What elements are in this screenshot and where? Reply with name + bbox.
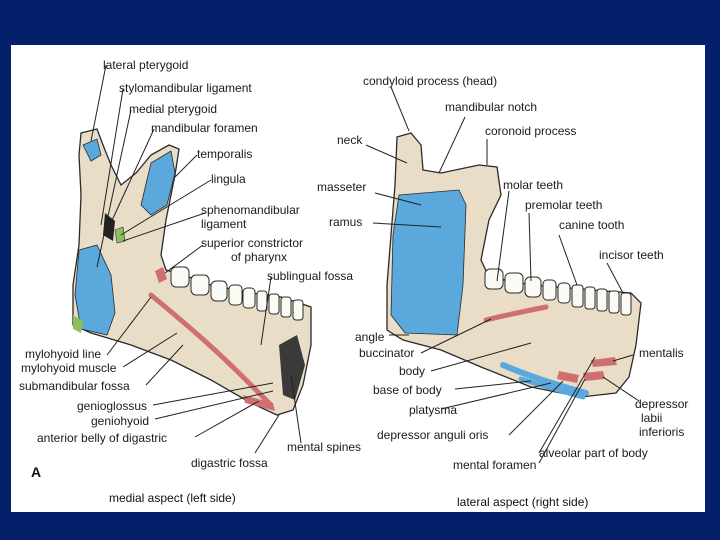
left-digastric-red [243, 395, 275, 411]
left-mental-spines-dark [279, 335, 305, 400]
label-genioglossus: genioglossus [77, 399, 148, 413]
right-buccinator-red [483, 304, 549, 323]
label-mandibular-notch: mandibular notch [445, 100, 538, 114]
left-lingula-attachment [114, 226, 126, 244]
label-condyloid-process: condyloid process (head) [363, 74, 498, 88]
label-neck: neck [337, 133, 363, 147]
label-lateral-pterygoid: lateral pterygoid [103, 58, 189, 72]
label-canine-tooth: canine tooth [559, 218, 625, 232]
label-buccinator: buccinator [359, 346, 415, 360]
label-sublingual-fossa: sublingual fossa [267, 269, 354, 283]
label-mylohyoid-line: mylohyoid line [25, 347, 102, 361]
left-medial-pterygoid-muscle [74, 244, 116, 336]
label-mental-foramen: mental foramen [453, 458, 537, 472]
left-green-attachment [73, 315, 83, 333]
label-mandibular-foramen: mandibular foramen [151, 121, 258, 135]
label-superior-constrictor-1: superior constrictor [201, 236, 304, 250]
label-base-of-body: base of body [373, 383, 442, 397]
right-platysma-blue [500, 362, 589, 396]
label-depressor-anguli-oris: depressor anguli oris [377, 428, 489, 442]
left-lateral-pterygoid-muscle [82, 138, 102, 162]
panel-letter: A [31, 464, 42, 480]
label-mylohyoid-muscle: mylohyoid muscle [21, 361, 117, 375]
label-body: body [399, 364, 426, 378]
label-geniohyoid: geniohyoid [91, 414, 150, 428]
left-constrictor-red [155, 267, 167, 283]
label-mental-spines: mental spines [287, 440, 362, 454]
label-temporalis: temporalis [197, 147, 253, 161]
right-teeth [484, 268, 632, 316]
leader-lines [90, 64, 640, 464]
right-depressor-labii-red [583, 371, 605, 381]
label-superior-constrictor-2: of pharynx [231, 250, 288, 264]
right-mentalis-red [591, 357, 617, 367]
label-incisor-teeth: incisor teeth [599, 248, 664, 262]
caption-right: lateral aspect (right side) [457, 495, 589, 509]
label-sphenomandibular-2: ligament [201, 217, 247, 231]
label-stylomandibular-ligament: stylomandibular ligament [119, 81, 252, 95]
label-sphenomandibular-1: sphenomandibular [201, 203, 300, 217]
label-premolar-teeth: premolar teeth [525, 198, 603, 212]
figure-canvas: lateral pterygoid stylomandibular ligame… [11, 45, 705, 512]
label-anterior-belly-digastric: anterior belly of digastric [37, 431, 168, 445]
label-alveolar-part: alveolar part of body [539, 446, 648, 460]
label-ramus: ramus [329, 215, 363, 229]
label-coronoid-process: coronoid process [485, 124, 577, 138]
right-masseter-muscle [390, 189, 467, 336]
label-platysma: platysma [409, 403, 458, 417]
label-medial-pterygoid: medial pterygoid [129, 102, 218, 116]
label-depressor-labii-2: labii [641, 411, 663, 425]
mandible-drawings [72, 64, 642, 464]
label-lingula: lingula [211, 172, 246, 186]
label-depressor-labii-1: depressor [635, 397, 689, 411]
label-masseter: masseter [317, 180, 367, 194]
label-mentalis: mentalis [639, 346, 684, 360]
left-mylohyoid-line-red [148, 292, 274, 408]
left-temporalis-muscle [140, 150, 176, 216]
caption-left: medial aspect (left side) [109, 491, 236, 505]
label-angle: angle [355, 330, 385, 344]
right-base-blue [518, 376, 586, 400]
label-digastric-fossa: digastric fossa [191, 456, 268, 470]
right-mandible [386, 132, 642, 400]
label-submandibular-fossa: submandibular fossa [19, 379, 130, 393]
right-depressor-red [557, 371, 579, 383]
label-depressor-labii-3: inferioris [639, 425, 685, 439]
label-molar-teeth: molar teeth [503, 178, 564, 192]
